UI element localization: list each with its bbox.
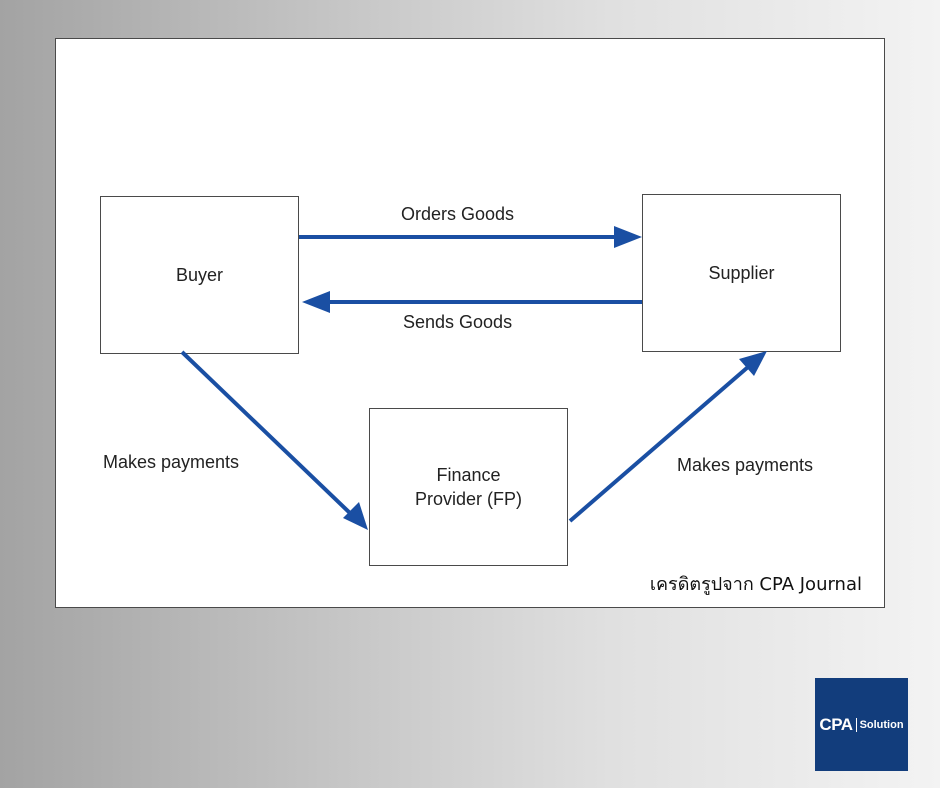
sends-goods-label: Sends Goods (403, 312, 513, 332)
image-credit: เครดิตรูปจาก CPA Journal (649, 574, 862, 595)
logo-divider (855, 717, 857, 732)
logo-main-text: CPA (819, 714, 853, 734)
orders-goods-label: Orders Goods (401, 204, 515, 224)
supplier-box: Supplier (642, 194, 841, 352)
buyer-box: Buyer (100, 196, 299, 354)
finance-provider-box: Finance Provider (FP) (369, 408, 568, 566)
finance-provider-label: Finance Provider (FP) (414, 465, 522, 509)
fp-payment-label: Makes payments (677, 455, 814, 475)
supplier-label: Supplier (708, 263, 775, 283)
cpa-solution-logo: CPA Solution (815, 678, 908, 771)
buyer-payment-label: Makes payments (103, 452, 240, 472)
logo-sub-text: Solution (859, 718, 904, 731)
buyer-label: Buyer (175, 265, 224, 285)
